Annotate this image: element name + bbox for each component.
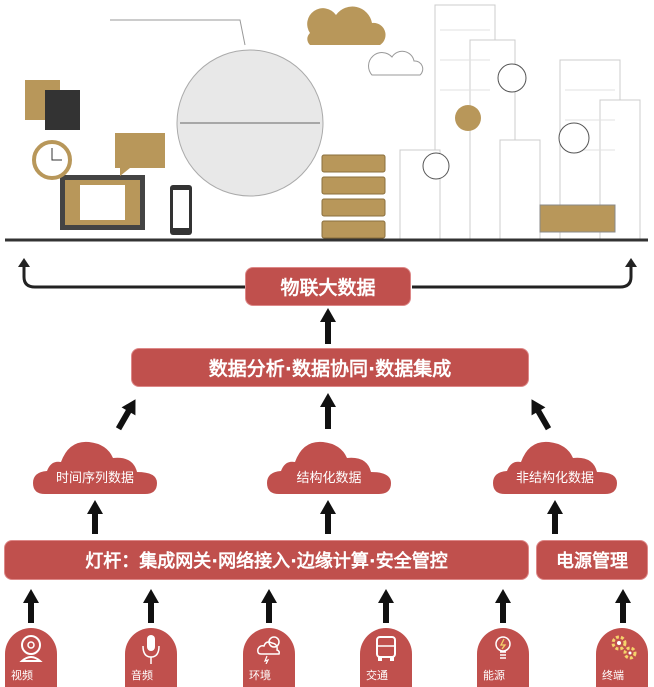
source-terminal: 终端	[596, 628, 648, 687]
arrow-up	[320, 393, 336, 429]
cloud-unstructured: 非结构化数据	[493, 438, 617, 494]
cabinet-icon	[539, 204, 616, 233]
cloud-icon	[307, 6, 386, 46]
arrow-up	[261, 589, 277, 623]
arrow-up	[87, 500, 103, 534]
source-energy: 能源	[477, 628, 529, 687]
cloud-shape	[33, 441, 157, 494]
lightbulb-icon	[495, 636, 511, 659]
cloud-shape	[267, 441, 391, 494]
arrow-up	[143, 589, 159, 623]
arrow-up	[615, 589, 631, 623]
arrow-up	[23, 589, 39, 623]
power-management-box: 电源管理	[537, 541, 647, 579]
camera-icon	[19, 635, 43, 662]
arrow-up	[320, 308, 336, 344]
source-traffic: 交通	[360, 628, 412, 687]
message-icon	[497, 63, 527, 93]
weather-icon	[257, 636, 280, 664]
smart-city-illustration	[5, 4, 648, 242]
cloud-structured: 结构化数据	[267, 438, 391, 494]
arrow-diagonal-right	[531, 399, 552, 431]
source-audio: 音频	[125, 628, 177, 687]
car-icon	[376, 636, 396, 661]
arrow-up	[378, 589, 394, 623]
arrow-diagonal-left	[115, 399, 136, 431]
arrow-up	[495, 589, 511, 623]
gateway-box: 灯杆：集成网关·网络接入·边缘计算·安全管控	[5, 541, 528, 579]
gears-icon	[611, 635, 637, 660]
image-icon	[558, 122, 590, 154]
cloud-shape	[493, 441, 617, 494]
share-icon	[422, 152, 450, 180]
arrow-up	[320, 500, 336, 534]
iot-big-data-box: 物联大数据	[246, 268, 410, 305]
source-video: 视频	[5, 628, 57, 687]
mail-icon	[455, 105, 481, 131]
server-rack-icon	[321, 154, 386, 239]
data-processing-box: 数据分析·数据协同·数据集成	[132, 349, 528, 386]
arrow-up-left	[18, 258, 30, 267]
output-bracket	[18, 258, 637, 289]
arrow-up-right	[625, 258, 637, 267]
chat-bubble-icon	[115, 133, 165, 176]
source-environment: 环境	[243, 628, 295, 687]
microphone-icon	[142, 635, 160, 664]
cloud-time-series: 时间序列数据	[33, 438, 157, 494]
arrow-up	[547, 500, 563, 534]
